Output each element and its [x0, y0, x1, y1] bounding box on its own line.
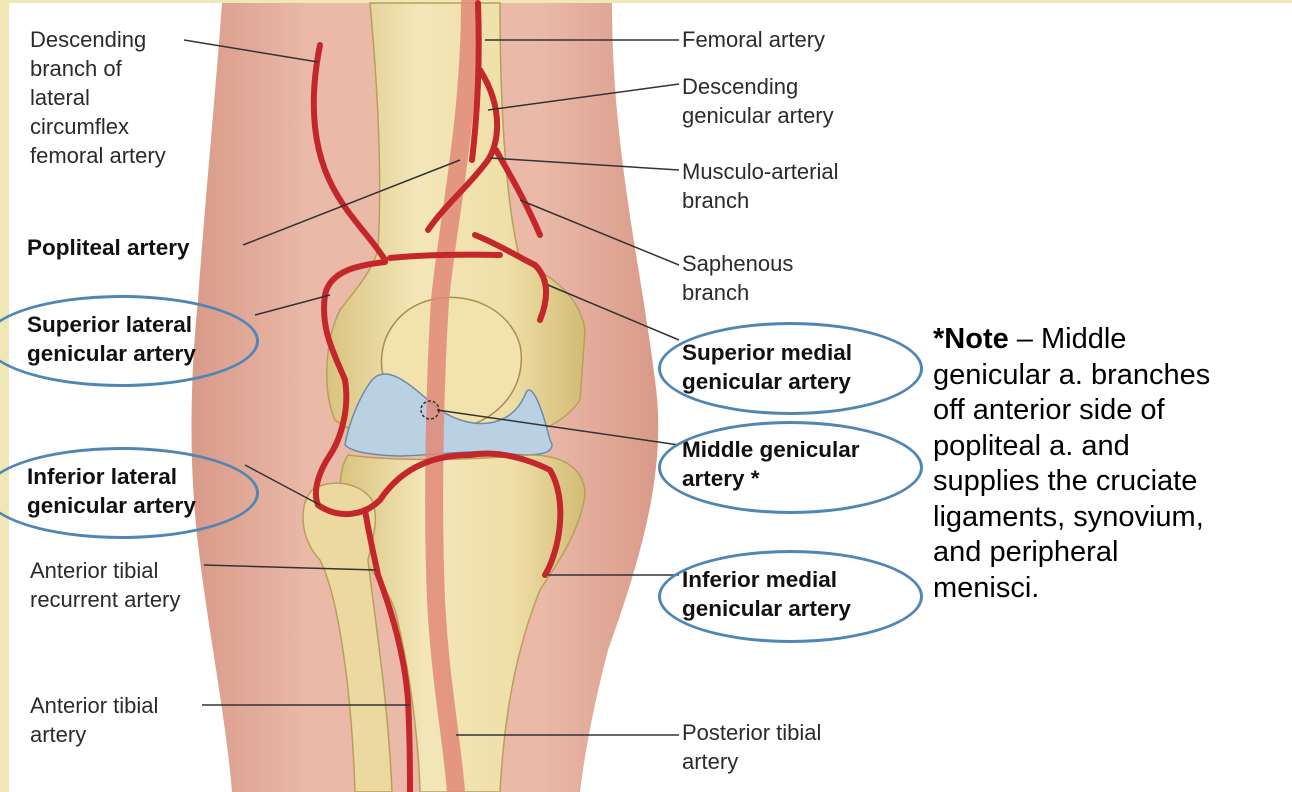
- label-anterior-tibial-recurrent: Anterior tibial recurrent artery: [30, 556, 180, 614]
- note-body: – Middle genicular a. branches off anter…: [933, 323, 1210, 604]
- highlight-oval-middle-genicular: [658, 421, 923, 514]
- note-text-block: *Note – Middle genicular a. branches off…: [933, 322, 1292, 606]
- label-femoral-artery: Femoral artery: [682, 25, 825, 54]
- highlight-oval-superior-medial: [658, 322, 923, 415]
- note-keyword: Note: [944, 323, 1008, 355]
- genicular-anastomosis-upper: [390, 255, 500, 258]
- highlight-oval-inferior-medial: [658, 550, 923, 643]
- label-saphenous-branch: Saphenous branch: [682, 249, 793, 307]
- label-posterior-tibial-artery: Posterior tibial artery: [682, 718, 821, 776]
- label-musculo-arterial-branch: Musculo-arterial branch: [682, 157, 839, 215]
- label-popliteal-artery: Popliteal artery: [27, 233, 190, 262]
- label-descending-branch-lateral-circumflex: Descending branch of lateral circumflex …: [30, 25, 166, 170]
- note-prefix: *: [933, 323, 944, 355]
- label-anterior-tibial-artery: Anterior tibial artery: [30, 691, 158, 749]
- label-descending-genicular: Descending genicular artery: [682, 72, 834, 130]
